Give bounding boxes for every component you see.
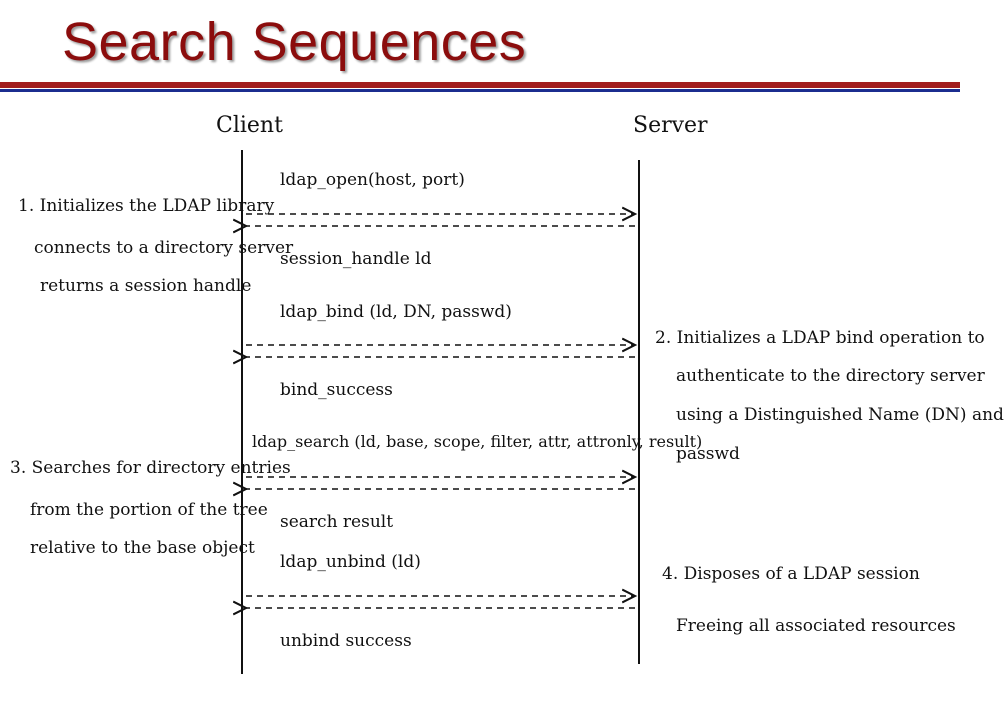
message-label: ldap_bind (ld, DN, passwd) bbox=[280, 302, 512, 322]
message-label: bind_success bbox=[280, 380, 393, 400]
message-label: ldap_search (ld, base, scope, filter, at… bbox=[252, 432, 703, 451]
client-header: Client bbox=[216, 113, 283, 138]
message-label: session_handle ld bbox=[280, 249, 432, 269]
note-4-line: Freeing all associated resources bbox=[676, 616, 956, 636]
slide-title: Search Sequences bbox=[62, 12, 527, 72]
note-2-line: authenticate to the directory server bbox=[676, 366, 985, 386]
note-2-line: using a Distinguished Name (DN) and bbox=[676, 405, 1004, 425]
title-rule-blue bbox=[0, 89, 960, 92]
sequence-diagram-lines bbox=[0, 150, 640, 674]
note-4-line: 4. Disposes of a LDAP session bbox=[662, 564, 920, 584]
message-label: ldap_open(host, port) bbox=[280, 170, 465, 190]
title-rule-red bbox=[0, 82, 960, 88]
message-label: search result bbox=[280, 512, 394, 532]
note-3-line: relative to the base object bbox=[30, 538, 255, 558]
server-header: Server bbox=[633, 113, 708, 138]
note-1-line: connects to a directory server bbox=[34, 238, 294, 258]
note-2-line: 2. Initializes a LDAP bind operation to bbox=[655, 328, 985, 348]
note-1-line: returns a session handle bbox=[40, 276, 252, 296]
note-2-line: passwd bbox=[676, 444, 740, 464]
message-label: unbind success bbox=[280, 631, 412, 651]
sequence-diagram: Client Server ldap_open(host, port) sess… bbox=[0, 96, 1004, 696]
note-3-line: from the portion of the tree bbox=[30, 500, 268, 520]
note-1-line: 1. Initializes the LDAP library bbox=[18, 196, 275, 216]
message-label: ldap_unbind (ld) bbox=[280, 552, 421, 572]
note-3-line: 3. Searches for directory entries bbox=[10, 458, 291, 478]
